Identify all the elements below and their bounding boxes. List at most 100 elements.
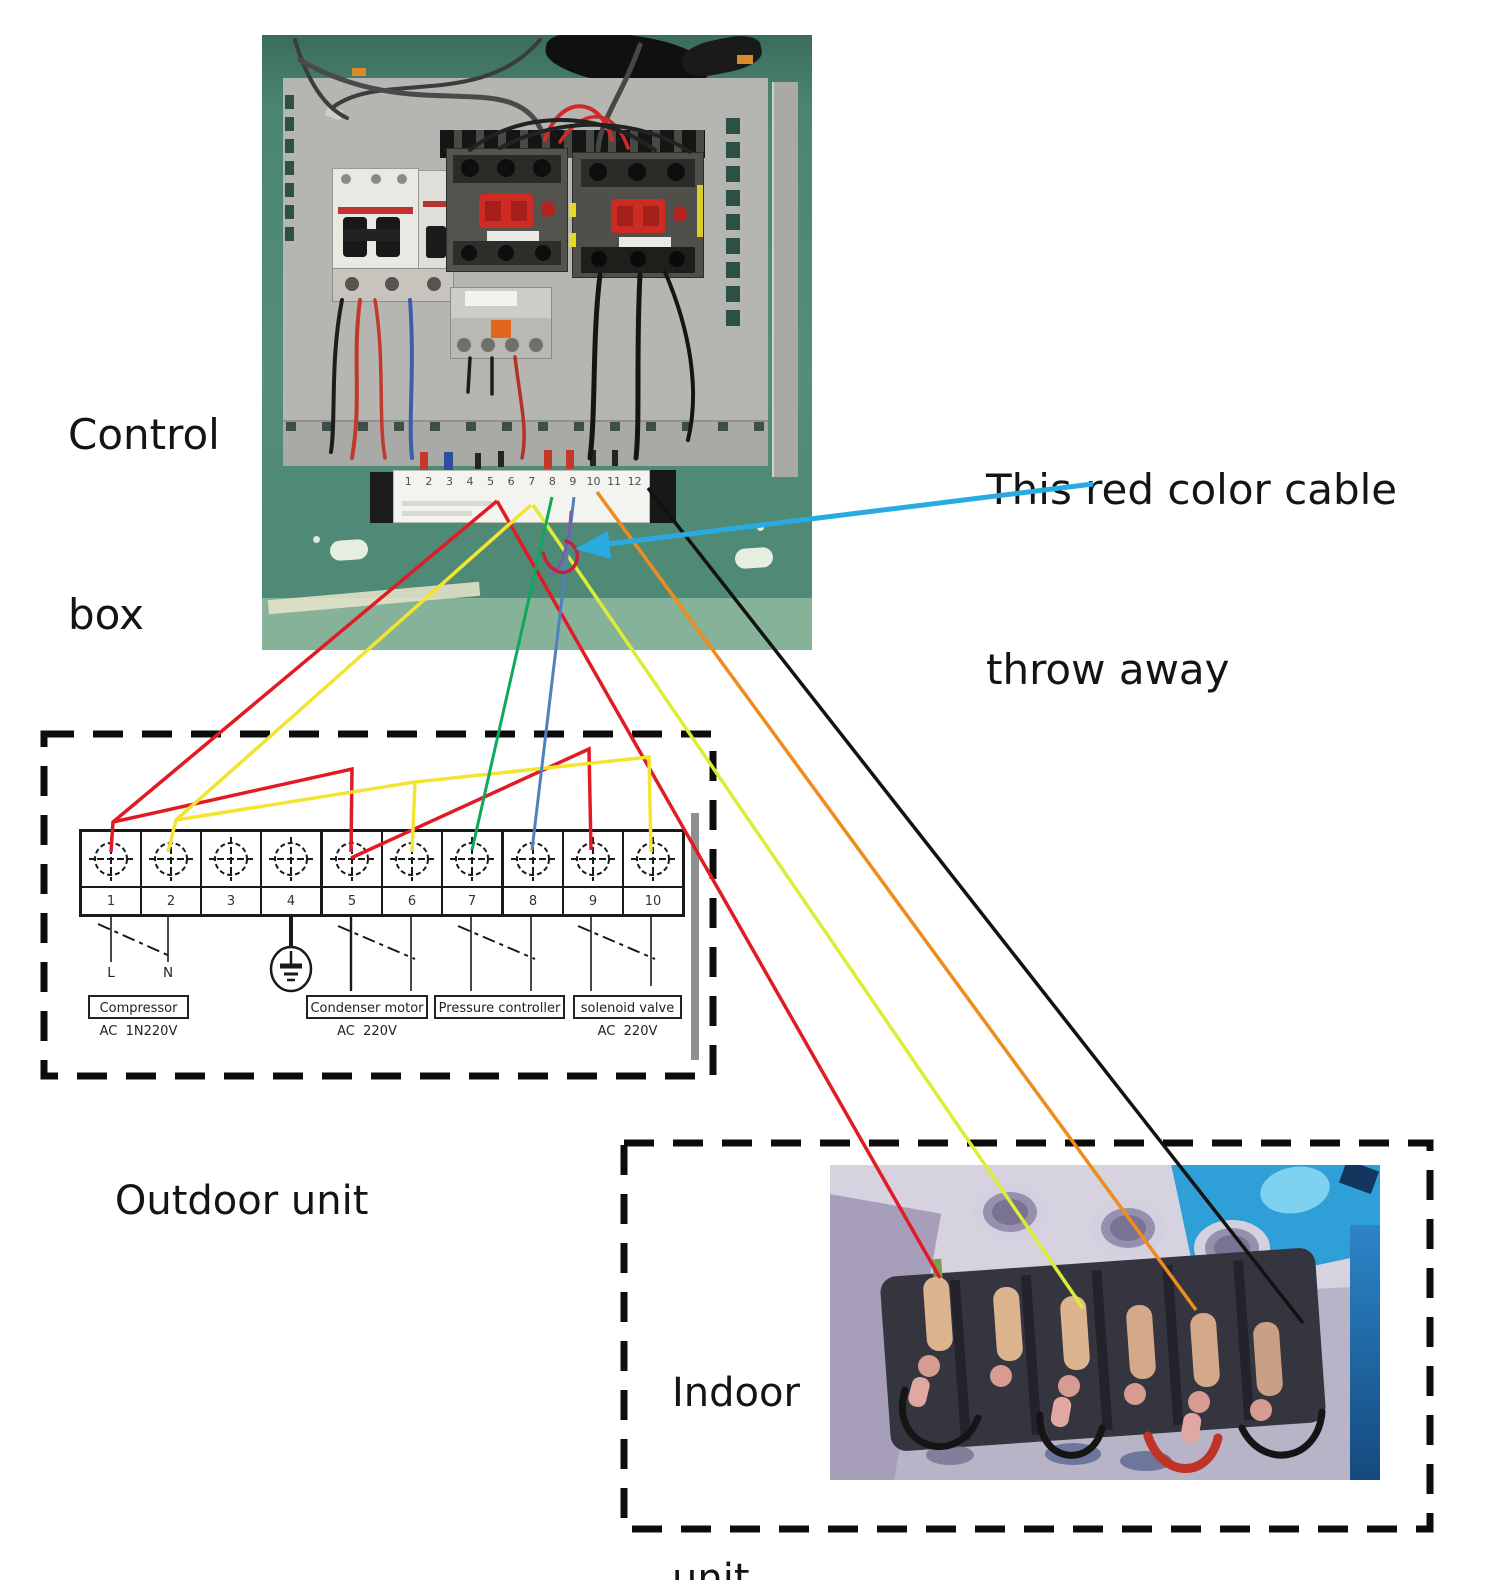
group-condenser-motor: Condenser motor bbox=[306, 995, 428, 1019]
terminal-screw bbox=[564, 832, 622, 886]
terminal-lug bbox=[1252, 1321, 1284, 1397]
indoor-unit-photo bbox=[830, 1165, 1380, 1480]
outdoor-circuit-symbols bbox=[97, 917, 656, 991]
terminal-number: 2 bbox=[142, 886, 200, 914]
terminal-screw bbox=[504, 832, 562, 886]
phase-l-label: L bbox=[107, 965, 115, 981]
terminal-screw-icon bbox=[330, 837, 374, 881]
earth-ground-icon bbox=[269, 945, 313, 993]
orange-tag bbox=[737, 55, 753, 64]
blue-right-edge bbox=[1350, 1225, 1380, 1480]
strip-number: 4 bbox=[466, 475, 474, 488]
wire-end-blue bbox=[444, 452, 453, 471]
phase-n-label: N bbox=[162, 965, 174, 981]
wire-end-red bbox=[544, 450, 552, 469]
strip-number: 2 bbox=[425, 475, 433, 488]
outdoor-terminal-10: 10 bbox=[624, 832, 682, 914]
orange-tag bbox=[352, 68, 366, 76]
terminal-lug bbox=[1125, 1304, 1157, 1380]
outdoor-terminal-2: 2 bbox=[142, 832, 202, 914]
wire-end bbox=[475, 453, 481, 469]
terminal-lug bbox=[922, 1276, 954, 1352]
terminal-screw-icon bbox=[209, 837, 253, 881]
terminal-screw-icon bbox=[269, 837, 313, 881]
mount-slot bbox=[734, 546, 774, 570]
terminal-screw bbox=[82, 832, 140, 886]
wire-end-red bbox=[566, 450, 574, 469]
gray-bar bbox=[691, 813, 699, 1060]
contactor-1 bbox=[446, 148, 568, 272]
terminal-number: 6 bbox=[383, 886, 441, 914]
control-box-label: Control box bbox=[68, 410, 220, 639]
strip-number: 12 bbox=[627, 475, 642, 488]
indoor-unit-label: Indoor unit bbox=[672, 1370, 800, 1580]
screw bbox=[757, 524, 764, 531]
outdoor-terminal-1: 1 bbox=[82, 832, 142, 914]
terminal-number: 7 bbox=[443, 886, 501, 914]
terminal-lug bbox=[1059, 1295, 1091, 1371]
terminal-screw bbox=[262, 832, 320, 886]
terminal-screw-icon bbox=[511, 837, 555, 881]
strip-number: 6 bbox=[507, 475, 515, 488]
terminal-screw-icon bbox=[149, 837, 193, 881]
screw bbox=[313, 536, 320, 543]
terminal-number: 3 bbox=[202, 886, 260, 914]
mount-slot bbox=[329, 538, 369, 562]
wire-end bbox=[498, 451, 504, 467]
strip-number: 9 bbox=[569, 475, 577, 488]
group-solenoid-valve: solenoid valve bbox=[573, 995, 682, 1019]
strip-number: 10 bbox=[586, 475, 601, 488]
strip-number: 8 bbox=[548, 475, 556, 488]
outdoor-terminal-3: 3 bbox=[202, 832, 262, 914]
terminal-number: 4 bbox=[262, 886, 320, 914]
strip-number: 1 bbox=[404, 475, 412, 488]
strip-end-cap bbox=[370, 472, 393, 523]
terminal-screw-icon bbox=[390, 837, 434, 881]
terminal-number: 5 bbox=[323, 886, 381, 914]
outdoor-terminal-6: 6 bbox=[383, 832, 443, 914]
outdoor-unit-label: Outdoor unit bbox=[114, 1178, 369, 1224]
wire-end bbox=[612, 450, 618, 466]
terminal-screw-icon bbox=[450, 837, 494, 881]
voltage-compressor: AC 1N220V bbox=[99, 1024, 178, 1039]
voltage-solenoid: AC 220V bbox=[597, 1024, 658, 1039]
terminal-screw-icon bbox=[571, 837, 615, 881]
thermal-relay bbox=[450, 287, 552, 359]
box-right-wall bbox=[772, 82, 798, 477]
outdoor-terminal-7: 7 bbox=[443, 832, 504, 914]
wire-end-red bbox=[420, 452, 428, 471]
annotation-throw-away: This red color cable throw away bbox=[986, 465, 1398, 694]
circuit-breaker bbox=[332, 168, 419, 270]
terminal-number: 10 bbox=[624, 886, 682, 914]
outdoor-terminal-8: 8 bbox=[504, 832, 564, 914]
terminal-screw bbox=[323, 832, 381, 886]
breaker-lugs bbox=[332, 268, 454, 302]
bar-slots bbox=[286, 422, 766, 431]
outdoor-terminal-4: 4 bbox=[262, 832, 323, 914]
strip-number: 7 bbox=[528, 475, 536, 488]
terminal-screw bbox=[383, 832, 441, 886]
terminal-number: 8 bbox=[504, 886, 562, 914]
wire-end bbox=[590, 450, 596, 466]
group-pressure-controller: Pressure controller bbox=[434, 995, 565, 1019]
terminal-screw bbox=[202, 832, 260, 886]
voltage-condenser: AC 220V bbox=[337, 1024, 397, 1039]
terminal-lug bbox=[992, 1286, 1024, 1362]
outdoor-terminal-9: 9 bbox=[564, 832, 624, 914]
terminal-screw bbox=[624, 832, 682, 886]
strip-number: 5 bbox=[487, 475, 495, 488]
group-compressor: Compressor bbox=[88, 995, 189, 1019]
strip-end-cap bbox=[650, 470, 676, 523]
terminal-number: 1 bbox=[82, 886, 140, 914]
terminal-lug bbox=[1189, 1312, 1221, 1388]
contactor-2 bbox=[569, 152, 704, 278]
strip-number: 3 bbox=[445, 475, 453, 488]
strip-number: 11 bbox=[607, 475, 622, 488]
terminal-screw bbox=[443, 832, 501, 886]
terminal-screw-icon bbox=[89, 837, 133, 881]
